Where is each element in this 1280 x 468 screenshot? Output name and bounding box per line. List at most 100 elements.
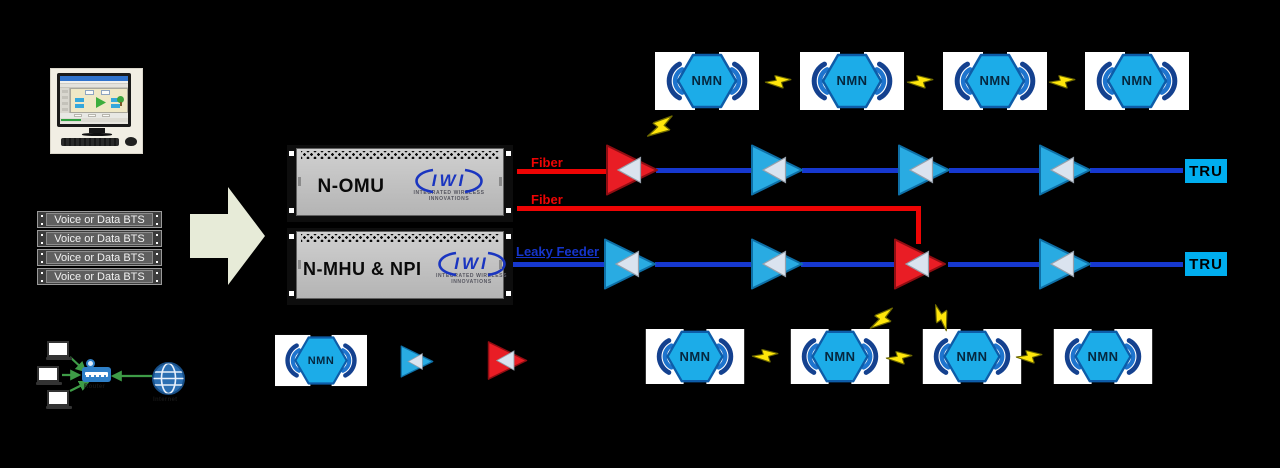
bottom-coax-seg-1 [513, 262, 605, 267]
client-computer-1 [46, 341, 72, 360]
internet-globe-icon [152, 362, 185, 395]
top-line-amp-2 [897, 143, 951, 197]
app-toolbar [60, 84, 128, 88]
app-sidebar [60, 88, 70, 113]
flow-arrow [190, 187, 265, 285]
nmn-label: NMN [979, 73, 1011, 89]
iwi-tagline-1: INTEGRATED WIRELESS [435, 273, 508, 279]
iwi-swoosh-icon [437, 251, 506, 277]
bottom-coax-seg-4 [948, 262, 1040, 267]
fiber-line-2-drop [916, 206, 921, 244]
bts-unit-1: Voice or Data BTS [37, 211, 162, 228]
nmn-node-top-2: NMN [800, 52, 904, 110]
nmn-node-legend: NMN [275, 333, 367, 388]
rf-link-bolt-top-1 [764, 71, 793, 93]
bts-label: Voice or Data BTS [46, 232, 153, 245]
top-coax-seg-4 [1090, 168, 1185, 173]
keyboard [61, 138, 119, 146]
router-antenna-icon [86, 359, 95, 368]
app-main-area [60, 88, 128, 113]
monitor-stand [89, 128, 105, 133]
rf-link-bolt-top-2 [906, 71, 935, 93]
internet-label: Internet [153, 397, 178, 403]
fiber-line-1 [517, 169, 607, 174]
nmn-label: NMN [836, 73, 868, 89]
bottom-coax-seg-5 [1090, 262, 1185, 267]
nmn-label: NMN [1087, 348, 1119, 364]
rf-link-bolt-bottom-1 [751, 345, 780, 367]
nms-computer-photo [50, 68, 143, 154]
iwi-logo: IWI INTEGRATED WIRELESS INNOVATIONS [422, 251, 522, 285]
fiber-line-2 [517, 206, 921, 211]
iwi-tagline-2: INNOVATIONS [451, 279, 492, 285]
top-coax-seg-1 [656, 168, 752, 173]
app-button-row [60, 113, 128, 118]
tru-label: TRU [1189, 255, 1223, 273]
nmn-label: NMN [824, 348, 856, 364]
screen-antenna-glyph [117, 96, 124, 106]
top-coax-seg-2 [802, 168, 899, 173]
nmn-node-top-3: NMN [943, 52, 1047, 110]
nmn-node-bottom-4: NMN [1053, 329, 1153, 384]
router-label: Router [84, 384, 106, 390]
bts-label: Voice or Data BTS [46, 251, 153, 264]
nmn-node-bottom-1: NMN [645, 329, 745, 384]
legend-fiber-bda-red [487, 339, 528, 382]
bottom-coax-seg-3 [801, 262, 895, 267]
rack-n-omu: N-OMU IWI INTEGRATED WIRELESS INNOVATION… [287, 145, 513, 222]
nmn-node-top-4: NMN [1085, 52, 1189, 110]
rack-title-omu: N-OMU [317, 175, 385, 197]
app-title-bar [60, 76, 128, 81]
bottom-line-amp-1 [603, 237, 657, 291]
client-computer-2 [36, 366, 62, 385]
fiber-label-top: Fiber [531, 155, 563, 170]
tru-box-bottom: TRU [1183, 250, 1229, 278]
vent-perforation [301, 151, 499, 159]
nmn-label: NMN [307, 354, 335, 367]
vent-perforation [301, 234, 499, 242]
legend-line-amp-blue [400, 340, 434, 383]
bts-unit-3: Voice or Data BTS [37, 249, 162, 266]
app-status-bar [60, 118, 128, 122]
iwi-logo-text: IWI [431, 171, 467, 190]
rack-title-mhu: N-MHU & NPI [303, 259, 422, 279]
rack-n-mhu-npi: N-MHU & NPI IWI INTEGRATED WIRELESS INNO… [287, 228, 513, 305]
iwi-logo: IWI INTEGRATED WIRELESS INNOVATIONS [399, 168, 499, 202]
bottom-coax-seg-2 [655, 262, 752, 267]
client-computer-3 [46, 390, 72, 409]
fiber-label-bottom: Fiber [531, 192, 563, 207]
bottom-line-amp-3 [1038, 237, 1092, 291]
bts-unit-4: Voice or Data BTS [37, 268, 162, 285]
bts-unit-2: Voice or Data BTS [37, 230, 162, 247]
nmn-label: NMN [956, 348, 988, 364]
app-diagram-area [70, 88, 128, 113]
top-line-amp-3 [1038, 143, 1092, 197]
router-icon [82, 367, 111, 382]
monitor-base [82, 133, 112, 136]
rf-link-bolt-bda-top [643, 108, 678, 146]
iwi-logo-text: IWI [454, 254, 489, 273]
bottom-fiber-bda-red [893, 237, 947, 291]
iwi-swoosh-icon [415, 168, 483, 194]
top-fiber-bda-red [605, 143, 659, 197]
nms-app-screen [60, 76, 128, 124]
top-line-amp-1 [750, 143, 804, 197]
screen-amp-glyph [96, 97, 106, 108]
nmn-node-top-1: NMN [655, 52, 759, 110]
mouse [125, 137, 137, 146]
tru-label: TRU [1189, 162, 1223, 180]
iwi-tagline-1: INTEGRATED WIRELESS [413, 190, 485, 196]
bottom-line-amp-2 [750, 237, 804, 291]
monitor-bezel [57, 73, 131, 127]
tru-box-top: TRU [1183, 157, 1229, 185]
top-coax-seg-3 [949, 168, 1040, 173]
nmn-node-bottom-2: NMN [790, 329, 890, 384]
nmn-label: NMN [679, 348, 711, 364]
bts-label: Voice or Data BTS [46, 213, 153, 226]
nmn-label: NMN [1121, 73, 1153, 89]
app-menu-bar [60, 81, 128, 84]
nmn-node-bottom-3: NMN [922, 329, 1022, 384]
nmn-label: NMN [691, 73, 723, 89]
rf-link-bolt-top-3 [1048, 71, 1077, 93]
